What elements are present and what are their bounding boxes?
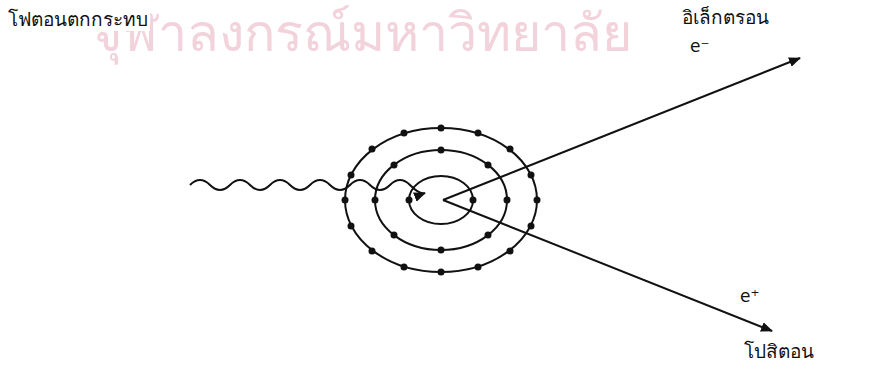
photon-label: โฟตอนตกกระทบ — [6, 8, 150, 31]
atom-orbits — [345, 128, 537, 272]
electron-track — [443, 58, 800, 200]
positron-symbol: e⁺ — [738, 286, 761, 306]
electron-label: อิเล็กตรอน — [680, 6, 771, 29]
electron-dots — [342, 125, 541, 276]
watermark: จุฬาลงกรณ์มหาวิทยาลัย — [92, 2, 632, 64]
positron-label: โปสิตอน — [742, 340, 816, 363]
incident-photon-wave — [190, 180, 425, 193]
electron-symbol: e⁻ — [688, 36, 711, 56]
positron-track — [443, 200, 772, 331]
